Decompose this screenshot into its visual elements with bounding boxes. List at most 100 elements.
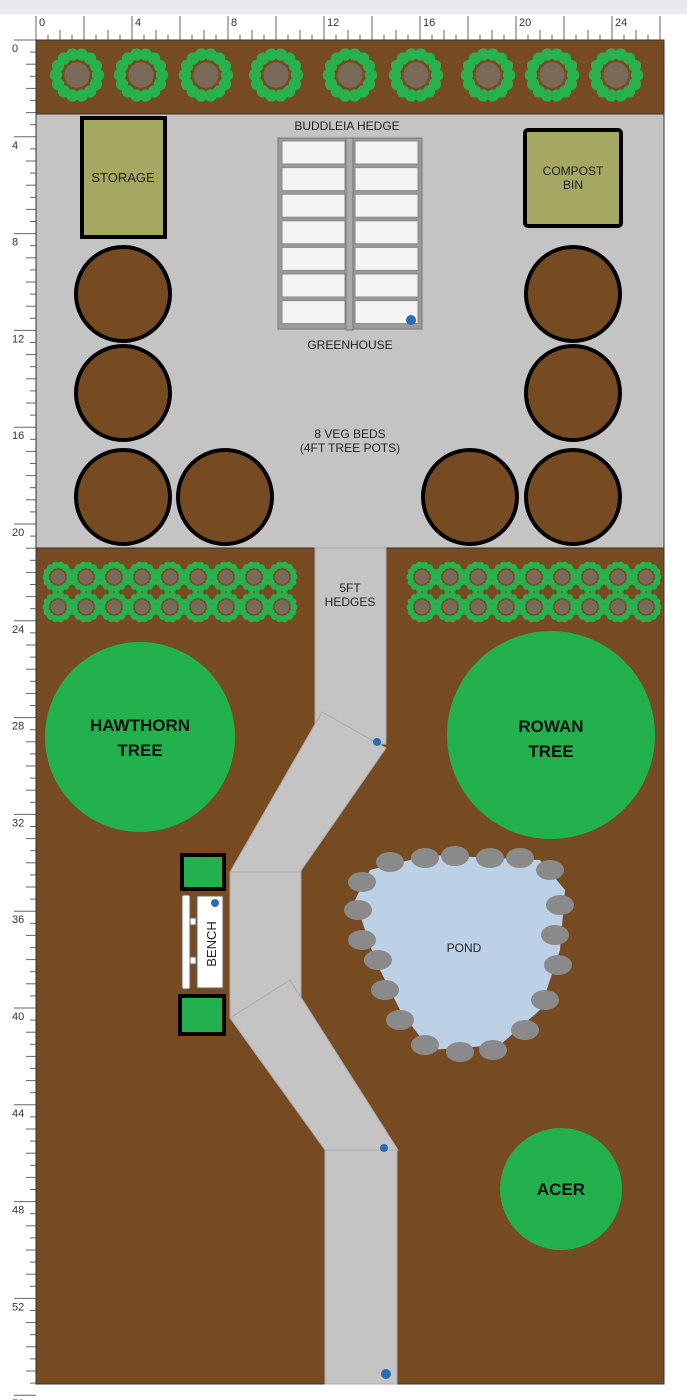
greenhouse-pane <box>281 167 346 192</box>
garden-path[interactable] <box>229 547 399 1385</box>
shrub <box>210 591 242 623</box>
veg-bed-pot[interactable] <box>74 344 172 442</box>
compost-label-line2: BIN <box>563 178 583 192</box>
ruler-label: 44 <box>12 1108 24 1120</box>
ruler-label: 20 <box>519 17 531 29</box>
ruler-label: 36 <box>12 914 24 926</box>
hedges-label-line2: HEDGES <box>325 595 376 609</box>
shrub <box>490 591 522 623</box>
rock <box>441 846 469 866</box>
planter <box>180 853 226 891</box>
rock <box>411 848 439 868</box>
storage-shed[interactable] <box>80 116 167 239</box>
rock <box>506 848 534 868</box>
ruler-label: 24 <box>615 17 627 29</box>
rock <box>541 925 569 945</box>
ruler-label: 48 <box>12 1205 24 1217</box>
bench-label: BENCH <box>204 921 219 967</box>
greenhouse-pane <box>354 220 419 245</box>
pond-label: POND <box>447 941 482 955</box>
rock <box>344 900 372 920</box>
acer-tree[interactable] <box>500 1128 622 1250</box>
info-icon[interactable] <box>211 899 219 907</box>
greenhouse-label: GREENHOUSE <box>307 338 392 352</box>
shrub <box>154 561 186 593</box>
ruler-label: 20 <box>12 527 24 539</box>
ruler-label: 56 <box>12 1398 24 1400</box>
ruler-label: 4 <box>135 17 141 29</box>
top-ruler <box>0 14 687 40</box>
greenhouse-pane <box>281 140 346 165</box>
info-icon[interactable] <box>373 738 381 746</box>
greenhouse-door-bar <box>345 137 354 331</box>
greenhouse-pane <box>354 140 419 165</box>
compost-bin[interactable] <box>523 128 623 228</box>
rock <box>446 1042 474 1062</box>
shrub <box>460 48 516 102</box>
greenhouse-pane <box>281 273 346 298</box>
rock <box>536 860 564 880</box>
info-icon[interactable] <box>381 1369 391 1379</box>
shrub <box>434 561 466 593</box>
rock <box>386 1010 414 1030</box>
info-icon[interactable] <box>380 1144 388 1152</box>
planter <box>178 994 226 1036</box>
veg-bed-pot[interactable] <box>524 448 622 546</box>
ruler-label: 12 <box>327 17 339 29</box>
pond[interactable] <box>344 846 574 1062</box>
storage-label: STORAGE <box>91 170 155 185</box>
five-foot-hedges <box>42 561 662 623</box>
veg-beds-label-line2: (4FT TREE POTS) <box>300 441 400 455</box>
bench-area[interactable]: BENCH <box>178 853 226 1036</box>
veg-bed-pot[interactable] <box>74 245 172 343</box>
bench <box>196 895 224 989</box>
shrub <box>602 591 634 623</box>
rulers: 04812162024048121620242832364044485256 <box>0 14 687 1400</box>
info-icon[interactable] <box>406 315 416 325</box>
rock <box>544 955 572 975</box>
shrub <box>182 561 214 593</box>
rowan-label-line2: TREE <box>528 742 573 761</box>
shrub <box>406 591 438 623</box>
shrub <box>238 591 270 623</box>
shrub <box>178 48 234 102</box>
shrub <box>154 591 186 623</box>
buddleia-hedge-label: BUDDLEIA HEDGE <box>294 119 399 133</box>
greenhouse-pane <box>354 300 419 325</box>
shrub <box>70 591 102 623</box>
rock <box>376 852 404 872</box>
veg-bed-pot[interactable] <box>176 448 274 546</box>
ruler-label: 24 <box>12 624 24 636</box>
shrub <box>42 561 74 593</box>
rock <box>411 1035 439 1055</box>
shrub <box>630 561 662 593</box>
greenhouse-pane <box>354 167 419 192</box>
ruler-label: 12 <box>12 333 24 345</box>
shrub <box>126 591 158 623</box>
ruler-label: 28 <box>12 721 24 733</box>
ruler-label: 8 <box>12 237 18 249</box>
shrub <box>574 591 606 623</box>
shrub <box>406 561 438 593</box>
veg-bed-pot[interactable] <box>524 245 622 343</box>
veg-bed-pot[interactable] <box>74 448 172 546</box>
ruler-label: 32 <box>12 817 24 829</box>
shrub <box>322 48 378 102</box>
greenhouse-panes <box>281 140 419 325</box>
veg-bed-pot[interactable] <box>421 448 519 546</box>
greenhouse[interactable] <box>277 137 423 331</box>
left-ruler <box>0 14 36 1400</box>
ruler-label: 40 <box>12 1011 24 1023</box>
hawthorn-tree[interactable] <box>45 642 235 832</box>
ruler-label: 0 <box>12 43 18 55</box>
rowan-tree[interactable] <box>447 631 655 839</box>
buddleia-shrubs <box>49 48 644 102</box>
ruler-label: 4 <box>12 140 18 152</box>
bench-backrest <box>181 894 191 990</box>
shrub <box>462 591 494 623</box>
greenhouse-pane <box>281 246 346 271</box>
shrub <box>434 591 466 623</box>
rock <box>531 990 559 1010</box>
veg-bed-pot[interactable] <box>524 344 622 442</box>
